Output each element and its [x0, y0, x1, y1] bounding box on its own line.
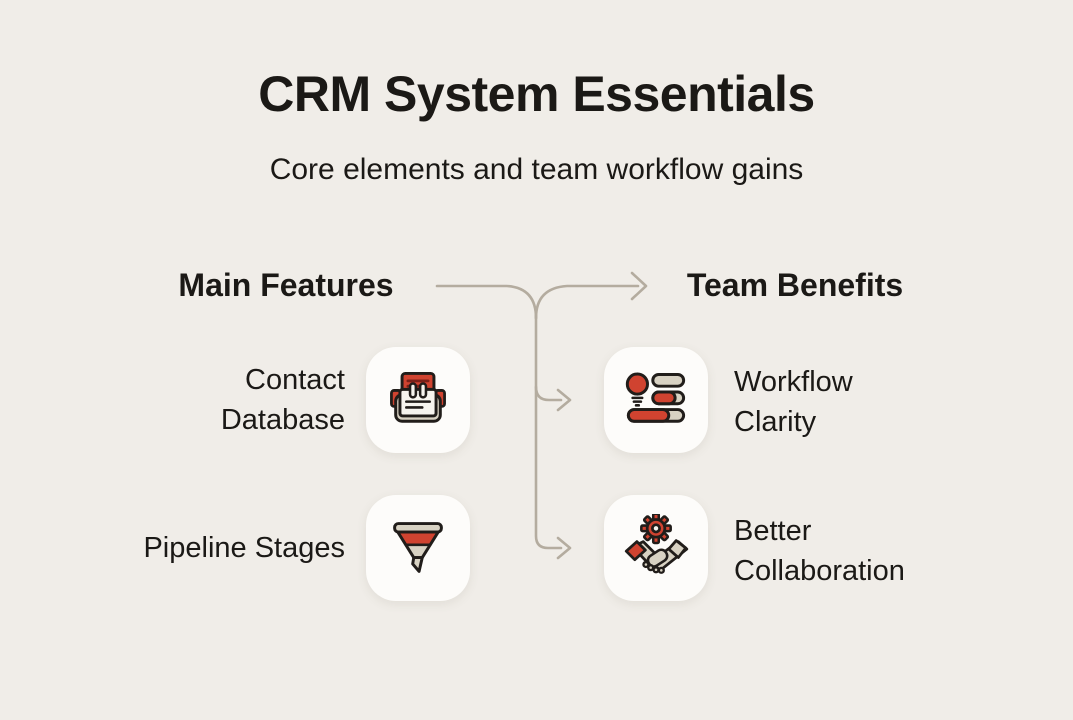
benefit-tile-better-collaboration: [604, 495, 708, 601]
main-features-heading: Main Features: [178, 267, 394, 303]
team-benefits-heading: Team Benefits: [686, 267, 904, 303]
page-title: CRM System Essentials: [258, 66, 815, 122]
gear-handshake-icon: [624, 514, 689, 574]
arrowhead-branch-1: [556, 388, 572, 412]
benefit-tile-workflow-clarity: [604, 347, 708, 453]
feature-label-contact-database: Contact Database: [220, 364, 345, 436]
page-subtitle: Core elements and team workflow gains: [269, 153, 804, 186]
feature-tile-contact-database: [366, 347, 470, 453]
funnel-icon: [393, 522, 443, 573]
feature-tile-pipeline-stages: [366, 495, 470, 601]
benefit-label-workflow-clarity: Workflow Clarity: [734, 366, 853, 438]
arrowhead-branch-2: [556, 536, 572, 560]
lightbulb-progress-icon: [625, 372, 686, 423]
feature-label-pipeline-stages: Pipeline Stages: [143, 532, 345, 564]
benefit-label-better-collaboration: Better Collaboration: [734, 515, 905, 587]
card-index-icon: [390, 371, 446, 423]
